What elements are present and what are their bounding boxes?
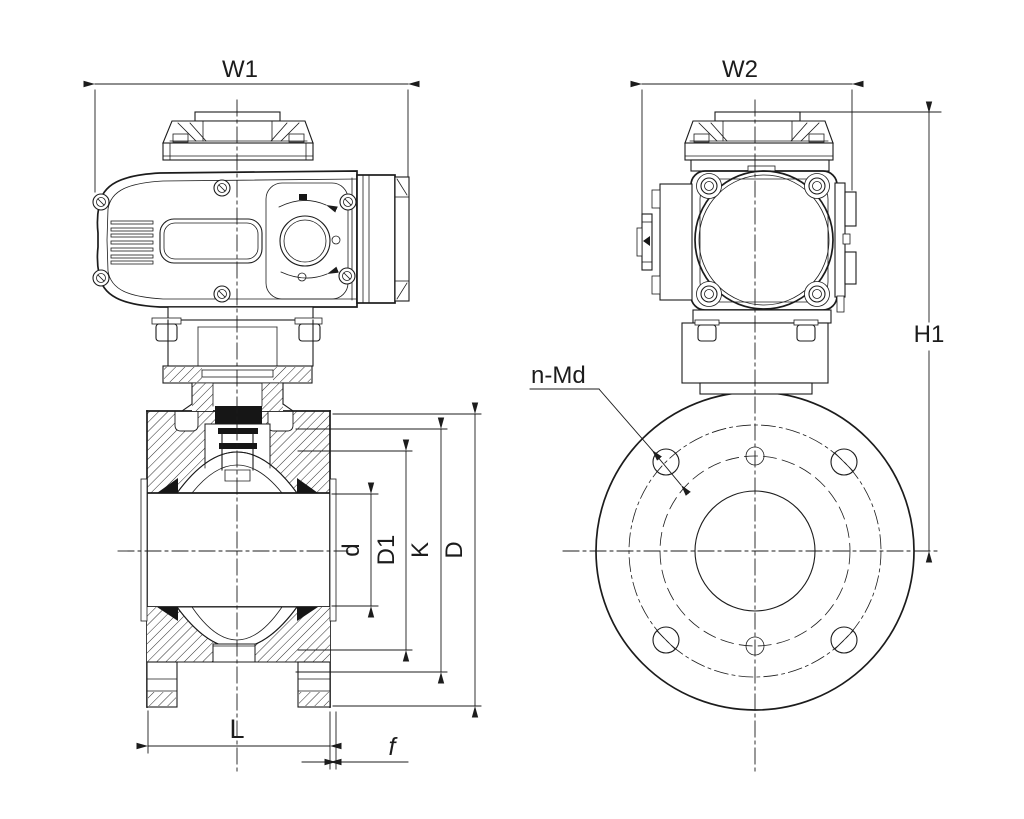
actuator-housing bbox=[92, 170, 358, 308]
mounting-bracket bbox=[151, 306, 323, 482]
dimension-label-k: K bbox=[407, 542, 434, 558]
end-cover-screws bbox=[696, 173, 830, 307]
dimension-label-n-md: n-Md bbox=[531, 362, 586, 389]
bolt-hole bbox=[652, 448, 680, 476]
side-view: W1 d D1 K D L bbox=[83, 56, 482, 773]
dimension-label-l: L bbox=[229, 714, 244, 744]
vent-slats bbox=[110, 220, 154, 265]
manual-override bbox=[636, 183, 693, 301]
flange-ring-left bbox=[146, 661, 178, 708]
dimension-label-d1: D1 bbox=[373, 535, 400, 566]
bolt-hole bbox=[830, 448, 858, 476]
cable-entries bbox=[834, 182, 857, 313]
dimension-label-d-big: D bbox=[441, 541, 468, 558]
bolt-spec-callout: n-Md bbox=[529, 362, 691, 496]
side-view-dimensions: W1 d D1 K D L bbox=[83, 56, 482, 773]
actuator-top-cap bbox=[162, 111, 314, 161]
front-view-dimensions: W2 H1 n-Md bbox=[529, 56, 945, 776]
cover-screws bbox=[92, 179, 357, 303]
dimension-label-w1: W1 bbox=[222, 56, 258, 83]
actuator-bracket bbox=[681, 309, 832, 395]
stem-packing bbox=[204, 406, 271, 482]
display-window bbox=[159, 218, 263, 264]
actuator-end-view bbox=[636, 111, 857, 395]
valve-body-section bbox=[140, 410, 337, 708]
dimension-label-d: d bbox=[338, 543, 365, 556]
bolt-hole bbox=[652, 626, 680, 654]
flange-ring-right bbox=[297, 661, 331, 708]
dimension-label-w2: W2 bbox=[722, 56, 758, 83]
raised-face-right bbox=[329, 478, 337, 622]
dimension-label-h1: H1 bbox=[914, 321, 945, 348]
position-indicator-dial bbox=[265, 182, 349, 300]
terminal-box bbox=[356, 174, 410, 304]
raised-face-left bbox=[140, 478, 148, 622]
front-view: W2 H1 n-Md bbox=[529, 56, 945, 776]
bolt-hole bbox=[830, 626, 858, 654]
dimension-label-f: f bbox=[389, 733, 399, 761]
